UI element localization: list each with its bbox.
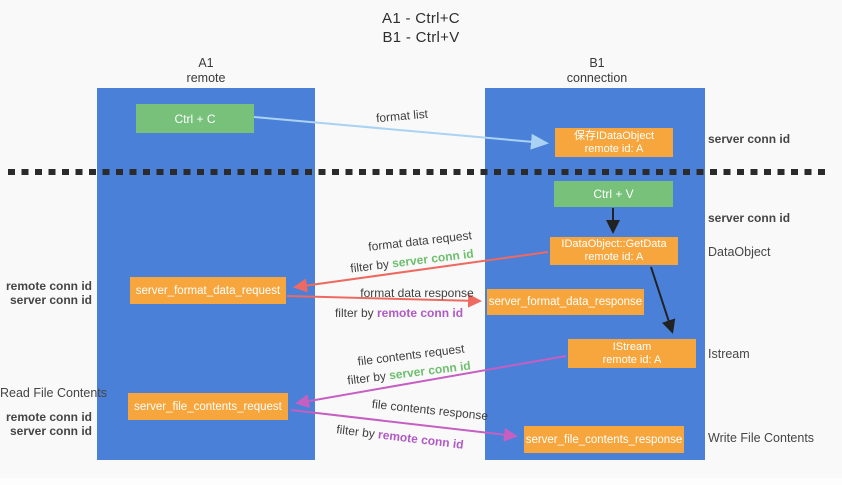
side-remote-conn-id-file: remote conn id: [5, 410, 92, 424]
node-server-file-contents-request: server_file_contents_request: [128, 393, 288, 420]
filter-by-text: filter by: [346, 368, 387, 388]
side-server-conn-id-format: server conn id: [9, 293, 92, 307]
copy-paste-divider-line: [8, 169, 826, 175]
node-save-idataobject-line2: remote id: A: [584, 142, 644, 155]
side-server-conn-id-top: server conn id: [708, 132, 791, 146]
side-remote-conn-id-format: remote conn id: [5, 279, 92, 293]
title-line-paste: B1 - Ctrl+V: [382, 29, 460, 46]
node-save-idataobject-line1: 保存IDataObject: [573, 129, 655, 142]
remote-conn-id-text: remote conn id: [377, 427, 465, 452]
node-istream-line2: remote id: A: [602, 353, 662, 366]
filter-by-text: filter by: [349, 256, 390, 276]
node-ctrl-c-label: Ctrl + C: [174, 111, 216, 126]
diagram-title: A1 - Ctrl+C B1 - Ctrl+V: [0, 9, 842, 47]
lane-b-role: connection: [566, 70, 628, 85]
node-server-format-data-request: server_format_data_request: [130, 277, 286, 304]
lane-b-header: B1 connection: [527, 56, 667, 85]
node-istream-line1: IStream: [612, 340, 652, 353]
server-conn-id-text: server conn id: [391, 246, 475, 271]
node-file-response-label: server_file_contents_response: [525, 433, 683, 446]
remote-conn-id-text: remote conn id: [377, 306, 464, 320]
node-format-request-label: server_format_data_request: [135, 284, 281, 297]
label-file-contents-response: file contents response: [371, 396, 489, 424]
label-filter-by-remote-conn-id-1: filter by remote conn id: [335, 306, 463, 320]
side-write-file-contents: Write File Contents: [708, 431, 815, 445]
node-getdata-line2: remote id: A: [584, 251, 644, 263]
label-format-data-response: format data response: [360, 286, 474, 300]
node-ctrl-v: Ctrl + V: [554, 181, 673, 207]
node-istream: IStream remote id: A: [568, 339, 696, 368]
node-save-idataobject: 保存IDataObject remote id: A: [555, 128, 673, 157]
node-server-format-data-response: server_format_data_response: [487, 289, 644, 315]
side-server-conn-id-file: server conn id: [9, 424, 92, 438]
filter-by-text: filter by: [334, 306, 374, 320]
side-dataobject: DataObject: [708, 245, 771, 259]
node-idataobject-getdata: IDataObject::GetData remote id: A: [550, 237, 678, 265]
node-getdata-line1: IDataObject::GetData: [561, 238, 667, 250]
lane-a-header: A1 remote: [136, 56, 276, 85]
lane-a-id: A1: [198, 56, 214, 70]
lane-a-role: remote: [186, 70, 226, 85]
side-server-conn-id-mid: server conn id: [708, 211, 791, 225]
node-format-response-label: server_format_data_response: [488, 296, 643, 308]
node-file-request-label: server_file_contents_request: [134, 400, 282, 413]
side-read-file-contents: Read File Contents: [0, 386, 108, 400]
lane-b-id: B1: [589, 56, 605, 70]
label-format-list: format list: [375, 106, 429, 126]
bottom-strip: [0, 478, 842, 485]
node-server-file-contents-response: server_file_contents_response: [524, 426, 684, 453]
label-filter-by-remote-conn-id-2: filter by remote conn id: [336, 422, 465, 452]
node-ctrl-v-label: Ctrl + V: [593, 187, 634, 201]
title-line-copy: A1 - Ctrl+C: [382, 10, 460, 27]
node-ctrl-c: Ctrl + C: [136, 104, 254, 133]
filter-by-text: filter by: [335, 422, 376, 441]
side-istream: Istream: [708, 347, 750, 361]
